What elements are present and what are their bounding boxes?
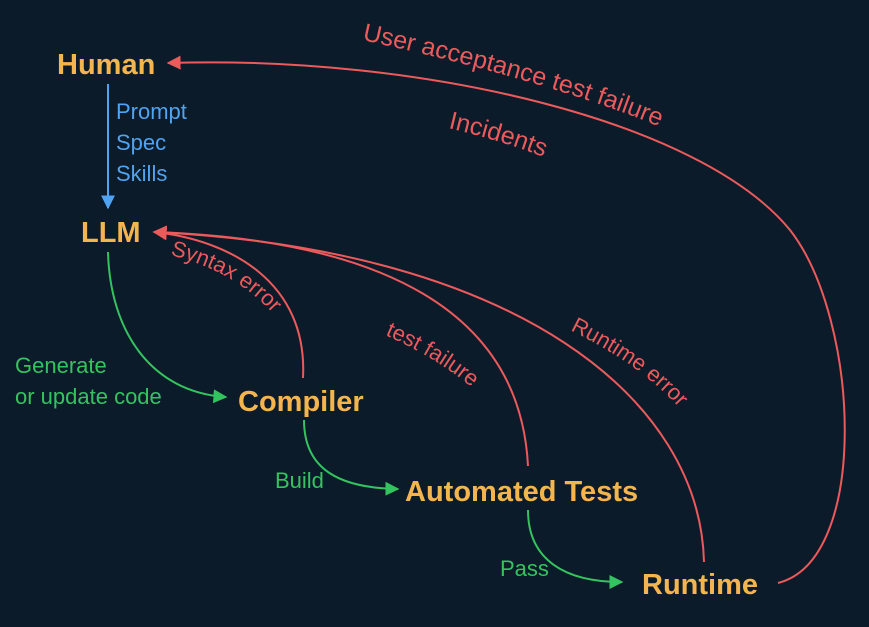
node-runtime: Runtime xyxy=(642,569,758,601)
runtime-error-arrow xyxy=(152,225,705,563)
node-llm: LLM xyxy=(81,217,141,249)
pass-arrow xyxy=(527,509,624,589)
build-arrow xyxy=(303,419,400,496)
build-label: Build xyxy=(275,468,324,493)
node-compiler: Compiler xyxy=(238,386,364,418)
pass-label: Pass xyxy=(500,556,549,581)
generate-label: Generate xyxy=(15,353,107,378)
spec-label: Spec xyxy=(116,130,166,155)
node-human: Human xyxy=(57,49,155,81)
prompt-label: Prompt xyxy=(116,99,187,124)
syntax-error-arrow xyxy=(152,226,305,379)
syntax-error-label: Syntax error xyxy=(169,236,287,317)
skills-label: Skills xyxy=(116,161,167,186)
node-automated-tests: Automated Tests xyxy=(405,476,638,508)
update-code-label: or update code xyxy=(15,384,162,409)
uat-failure-arrow xyxy=(166,55,846,584)
incidents-label: Incidents xyxy=(447,107,552,163)
generate-code-arrow xyxy=(107,251,228,404)
